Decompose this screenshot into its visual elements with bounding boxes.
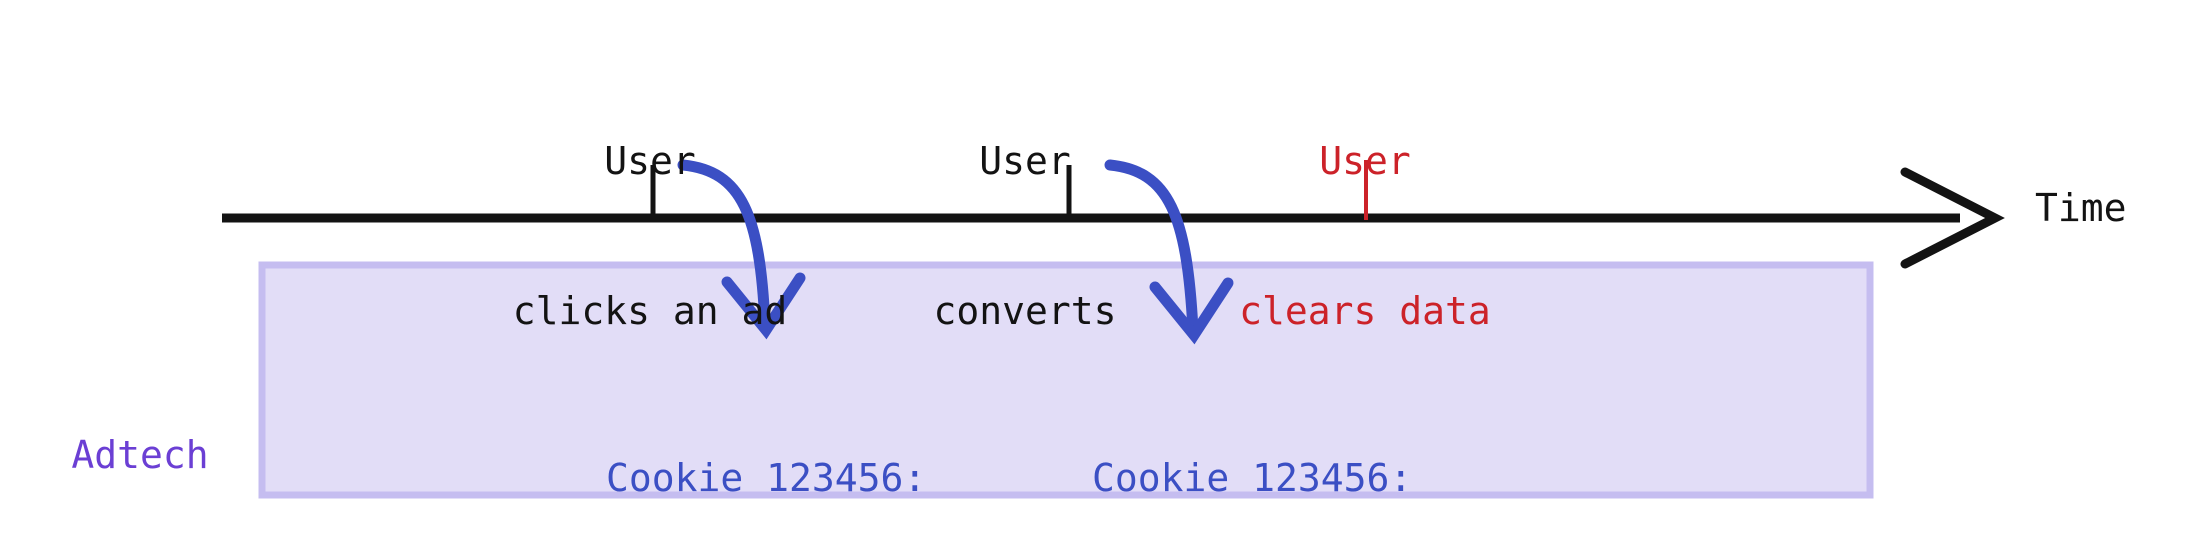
curved-arrow-down-icon-2 — [1104, 159, 1199, 336]
event-label-line2: clicks an ad — [512, 289, 788, 333]
curved-arrow-head-1 — [721, 272, 806, 340]
event-label-user-converts: User converts — [810, 36, 1240, 436]
event-label-user-clicks-ad: User clicks an ad — [370, 36, 930, 436]
curved-arrow-head-2 — [1149, 277, 1234, 345]
timeline-axis-label: Time — [2035, 186, 2127, 230]
event-label-user-clears-data: User clears data — [1160, 36, 1570, 436]
adtech-server-label: Adtech server — [40, 330, 240, 534]
event-label-line1: User — [1319, 139, 1411, 183]
timeline-arrow-right-icon — [1900, 167, 2005, 269]
adtech-server-label-line1: Adtech — [71, 433, 209, 477]
adtech-server-panel — [258, 261, 1874, 499]
server-entry-cookie-id: Cookie 123456: — [606, 456, 927, 500]
event-label-line2: clears data — [1239, 289, 1491, 333]
event-label-line2: converts — [933, 289, 1117, 333]
server-entry-ad-clicked: Cookie 123456: Ad clicked — [606, 348, 926, 534]
server-entry-cookie-id: Cookie 123456: — [1092, 456, 1413, 500]
curved-arrow-down-icon-1 — [677, 159, 771, 331]
event-label-line1: User — [979, 139, 1071, 183]
event-label-line1: User — [604, 139, 696, 183]
server-entry-converted: Cookie 123456: Converted — [1092, 348, 1412, 534]
